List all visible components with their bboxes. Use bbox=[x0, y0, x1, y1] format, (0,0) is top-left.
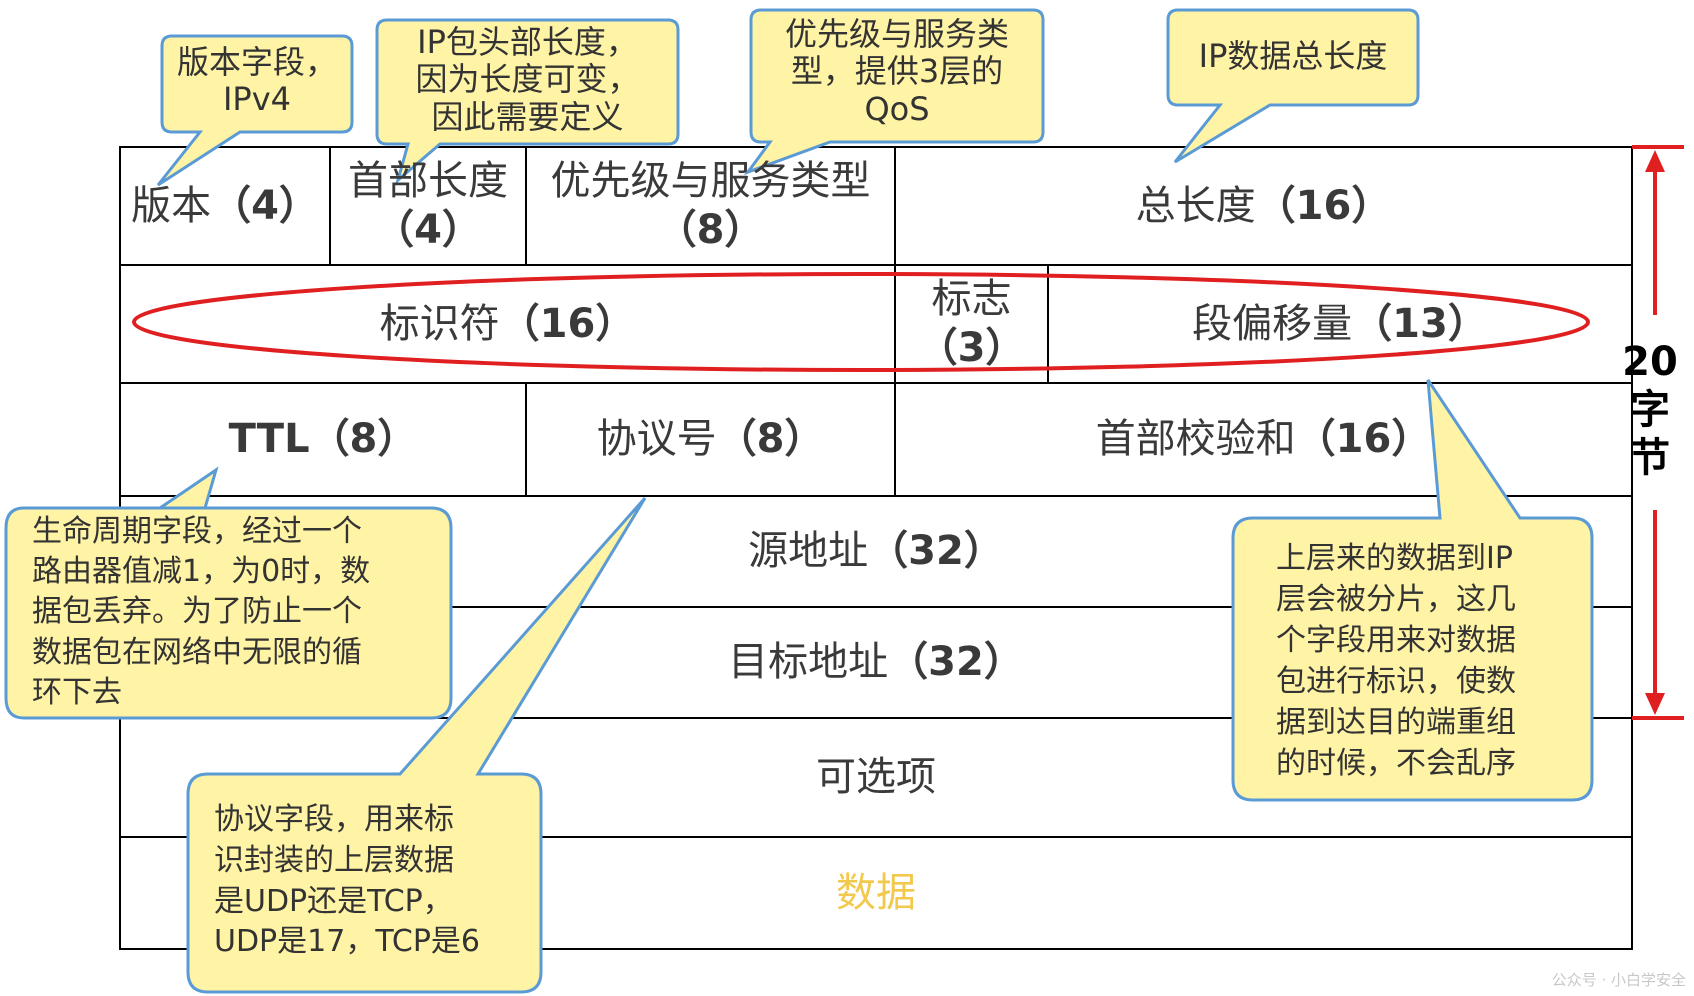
callout-line: 路由器值减1，为0时，数 bbox=[32, 554, 371, 590]
callout-fragmentation-bubble bbox=[1231, 379, 1594, 802]
callout-version-text: 版本字段， IPv4 bbox=[162, 43, 352, 119]
callout-protocol-text: 协议字段，用来标 识封装的上层数据 是UDP还是TCP， UDP是17，TCP是… bbox=[214, 800, 536, 963]
field-source-address-bits: （32） bbox=[868, 528, 1004, 575]
callout-line: 据包丢弃。为了防止一个 bbox=[32, 594, 362, 630]
header-size-unit-1: 字 bbox=[1630, 387, 1670, 433]
callout-ihl-bubble bbox=[375, 18, 680, 185]
callout-ttl-bubble bbox=[4, 466, 453, 720]
bytes-bracket bbox=[1632, 145, 1684, 720]
field-checksum: 首部校验和（16） bbox=[895, 383, 1632, 496]
field-identification: 标识符（16） bbox=[120, 265, 895, 383]
field-destination-address-name: 目标地址 bbox=[728, 639, 889, 686]
callout-line: IP数据总长度 bbox=[1198, 37, 1388, 75]
field-ihl-name: 首部长度 bbox=[348, 158, 508, 205]
callout-line: 的时候，不会乱序 bbox=[1276, 746, 1516, 782]
field-total-length: 总长度（16） bbox=[895, 147, 1632, 265]
callout-ttl-text: 生命周期字段，经过一个 路由器值减1，为0时，数 据包丢弃。为了防止一个 数据包… bbox=[32, 512, 442, 713]
watermark: 公众号 · 小白学安全 bbox=[1551, 971, 1686, 989]
field-version-bits: （4） bbox=[211, 182, 319, 229]
callout-tos-bubble bbox=[743, 8, 1045, 176]
callout-line: 据到达目的端重组 bbox=[1276, 705, 1516, 741]
callout-fragmentation-text: 上层来的数据到IP 层会被分片，这几 个字段用来对数据 包进行标识，使数 据到达… bbox=[1276, 538, 1586, 785]
callout-line: 上层来的数据到IP bbox=[1276, 541, 1513, 576]
callout-line: 因此需要定义 bbox=[431, 97, 624, 136]
callout-line: 优先级与服务类 bbox=[784, 15, 1009, 53]
field-version: 版本（4） bbox=[120, 147, 330, 265]
field-data-name: 数据 bbox=[836, 869, 916, 916]
callout-line: 版本字段， bbox=[176, 43, 337, 81]
callout-line: 型，提供3层的 bbox=[790, 52, 1004, 91]
header-size-number: 20 bbox=[1622, 339, 1678, 385]
callout-line: IP包头部长度， bbox=[417, 23, 638, 61]
field-ihl-bits: （4） bbox=[374, 207, 482, 253]
callout-line: 环下去 bbox=[32, 674, 122, 710]
callout-line: 层会被分片，这几 bbox=[1276, 582, 1516, 618]
field-ttl: TTL（8） bbox=[120, 383, 526, 496]
callout-line: 数据包在网络中无限的循 bbox=[32, 634, 362, 670]
header-size-label: 20 字 节 bbox=[1620, 338, 1680, 482]
callout-protocol-bubble bbox=[186, 497, 647, 994]
field-fragment-offset-bits: （13） bbox=[1352, 300, 1488, 347]
field-destination-address-bits: （32） bbox=[888, 639, 1024, 686]
callout-line: 生命周期字段，经过一个 bbox=[32, 514, 362, 549]
field-destination-address: 目标地址（32） bbox=[120, 607, 1632, 718]
field-total-length-name: 总长度 bbox=[1135, 182, 1256, 229]
callout-total-length-bubble bbox=[1166, 8, 1420, 164]
callout-line: QoS bbox=[864, 89, 930, 128]
field-fragment-offset-name: 段偏移量 bbox=[1192, 300, 1353, 347]
callout-line: 包进行标识，使数 bbox=[1276, 664, 1516, 700]
callout-line: 因为长度可变， bbox=[415, 60, 640, 99]
field-flags-name: 标志 bbox=[931, 276, 1012, 323]
field-total-length-bits: （16） bbox=[1255, 182, 1392, 229]
field-flags-bits: （3） bbox=[917, 325, 1026, 371]
field-protocol-bits: （8） bbox=[716, 416, 825, 463]
callout-line: 个字段用来对数据 bbox=[1276, 623, 1516, 659]
field-options-name: 可选项 bbox=[816, 754, 936, 801]
field-source-address-name: 源地址 bbox=[748, 528, 869, 575]
field-ihl: 首部长度 （4） bbox=[330, 147, 526, 265]
field-version-name: 版本 bbox=[131, 182, 212, 229]
callout-total-length-text: IP数据总长度 bbox=[1168, 37, 1418, 75]
field-flags: 标志 （3） bbox=[895, 265, 1048, 383]
callout-version-bubble bbox=[156, 34, 354, 187]
field-data: 数据 bbox=[120, 837, 1632, 949]
callout-line: 协议字段，用来标 bbox=[214, 802, 454, 837]
field-ttl-bits: （8） bbox=[309, 416, 418, 463]
field-protocol: 协议号（8） bbox=[526, 383, 895, 496]
callout-line: 是UDP还是TCP， bbox=[214, 883, 453, 919]
field-options: 可选项 bbox=[120, 718, 1632, 837]
field-tos-bits: （8） bbox=[656, 207, 765, 253]
field-identification-name: 标识符 bbox=[379, 300, 500, 347]
field-checksum-bits: （16） bbox=[1295, 416, 1432, 463]
field-checksum-name: 首部校验和 bbox=[1095, 416, 1296, 463]
field-tos: 优先级与服务类型 （8） bbox=[526, 147, 895, 265]
field-tos-name: 优先级与服务类型 bbox=[550, 158, 871, 205]
callout-line: IPv4 bbox=[222, 80, 292, 119]
field-identification-bits: （16） bbox=[499, 300, 636, 347]
fragmentation-fields-highlight bbox=[132, 272, 1590, 372]
callout-ihl-text: IP包头部长度， 因为长度可变， 因此需要定义 bbox=[377, 23, 678, 136]
header-size-unit-2: 节 bbox=[1630, 435, 1670, 481]
field-source-address: 源地址（32） bbox=[120, 496, 1632, 607]
callout-tos-text: 优先级与服务类 型，提供3层的 QoS bbox=[751, 15, 1043, 128]
field-protocol-name: 协议号 bbox=[596, 416, 717, 463]
field-ttl-name: TTL bbox=[228, 416, 310, 463]
callout-line: 识封装的上层数据 bbox=[214, 842, 454, 878]
field-fragment-offset: 段偏移量（13） bbox=[1048, 265, 1632, 383]
callout-line: UDP是17，TCP是6 bbox=[214, 924, 481, 960]
